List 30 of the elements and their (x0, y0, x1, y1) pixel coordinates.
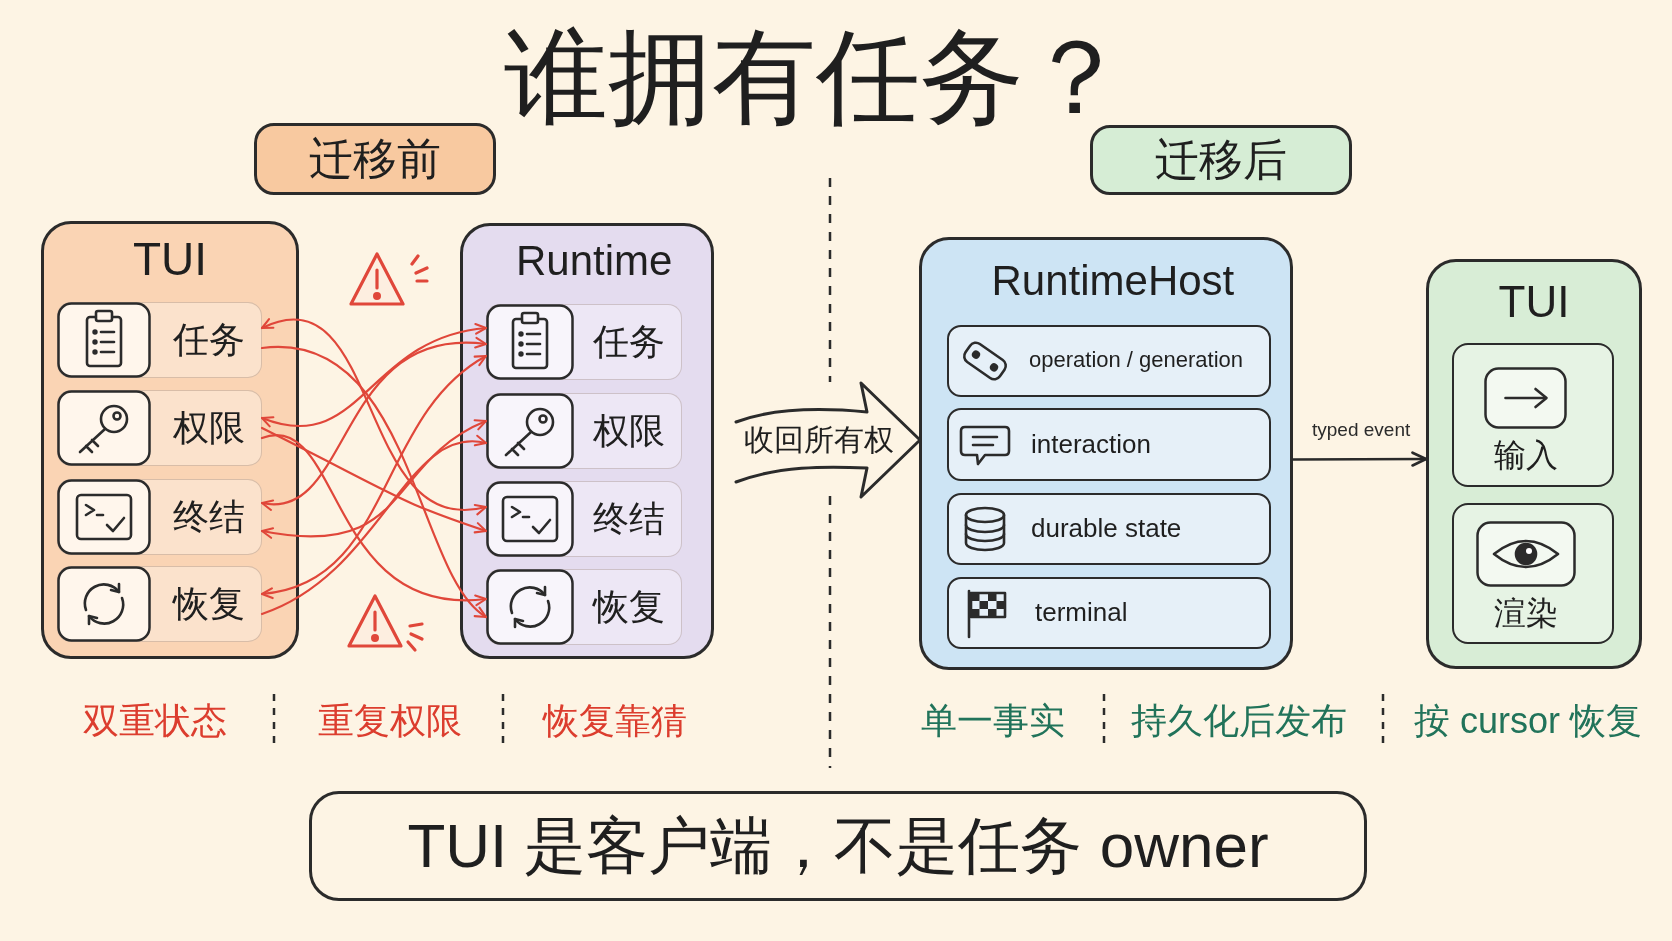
stage-tag: 迁移后 (1090, 125, 1352, 195)
panel-title: RuntimeHost (991, 260, 1235, 302)
message-box: TUI 是客户端，不是任务 owner (309, 791, 1367, 901)
item-label: terminal (1035, 599, 1128, 625)
item-label: 终结 (173, 498, 245, 535)
stage-tag: 迁移前 (254, 123, 496, 195)
note-label: 持久化后发布 (1131, 703, 1347, 739)
item-label: 终结 (593, 500, 665, 537)
note-label: 按 cursor 恢复 (1414, 703, 1643, 739)
item-label: 恢复 (173, 585, 245, 622)
item-label: 渲染 (1494, 597, 1558, 629)
item-label: 恢复 (593, 588, 665, 625)
item-label: 输入 (1494, 439, 1558, 471)
arrow (1291, 451, 1428, 467)
item-label: interaction (1031, 430, 1151, 457)
item-label: 权限 (593, 412, 665, 449)
item-label: operation / generation (1029, 349, 1244, 371)
item-label: 任务 (173, 321, 245, 358)
arrow-label: 收回所有权 (744, 425, 894, 455)
item-label: durable state (1031, 515, 1182, 541)
note-label: 恢复靠猜 (543, 703, 687, 739)
panel-title: TUI (133, 236, 208, 282)
note-label: 双重状态 (83, 703, 227, 739)
note-label: 单一事实 (921, 703, 1065, 739)
item-label: 任务 (593, 323, 665, 360)
arrow (260, 323, 488, 428)
panel-title: Runtime (516, 240, 673, 282)
item-label: 权限 (173, 409, 245, 446)
note-label: 重复权限 (318, 703, 462, 739)
panel-title: TUI (1498, 280, 1570, 324)
